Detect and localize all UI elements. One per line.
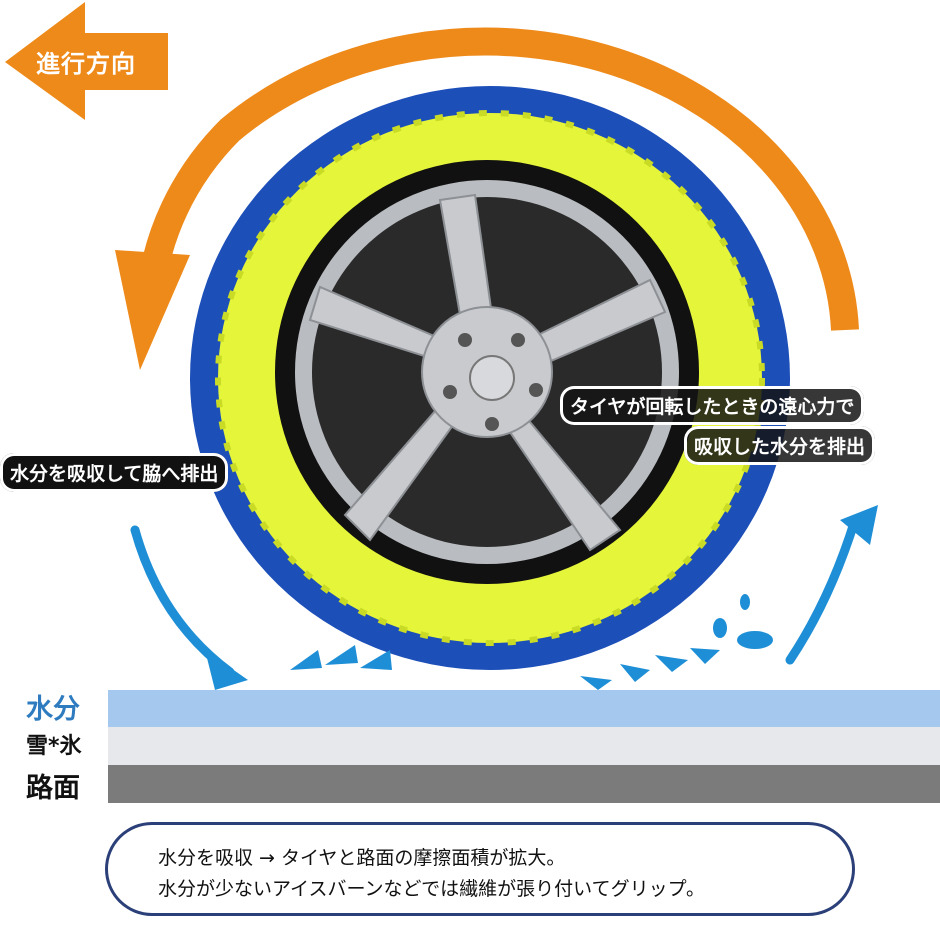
rotation-arrowhead [115,250,190,370]
water-layer [108,690,940,727]
snow-ice-layer-label: 雪*氷 [26,734,82,759]
direction-arrow [5,2,168,120]
wheel-with-sock [190,86,790,670]
snow-ice-layer [108,727,940,765]
direction-label: 進行方向 [36,50,136,78]
rotation-arc-arrow [136,27,859,331]
water-layer-label: 水分 [26,694,80,725]
road-layer-label: 路面 [26,773,80,804]
explanation-line-1: 水分を吸収 → タイヤと路面の摩擦面積が拡大。 [158,847,566,869]
explanation-box: 水分を吸収 → タイヤと路面の摩擦面積が拡大。 水分が少ないアイスバーンなどでは… [105,822,855,916]
explanation-line-2: 水分が少ないアイスバーンなどでは繊維が張り付いてグリップ。 [158,878,706,900]
arrowheads [205,505,878,690]
road-layer [108,765,940,803]
callout-side-discharge: 水分を吸収して脇へ排出 [0,453,229,492]
callout-centrifugal-line1: タイヤが回転したときの遠心力で [560,386,865,425]
callout-centrifugal-line2: 吸収した水分を排出 [684,426,876,465]
